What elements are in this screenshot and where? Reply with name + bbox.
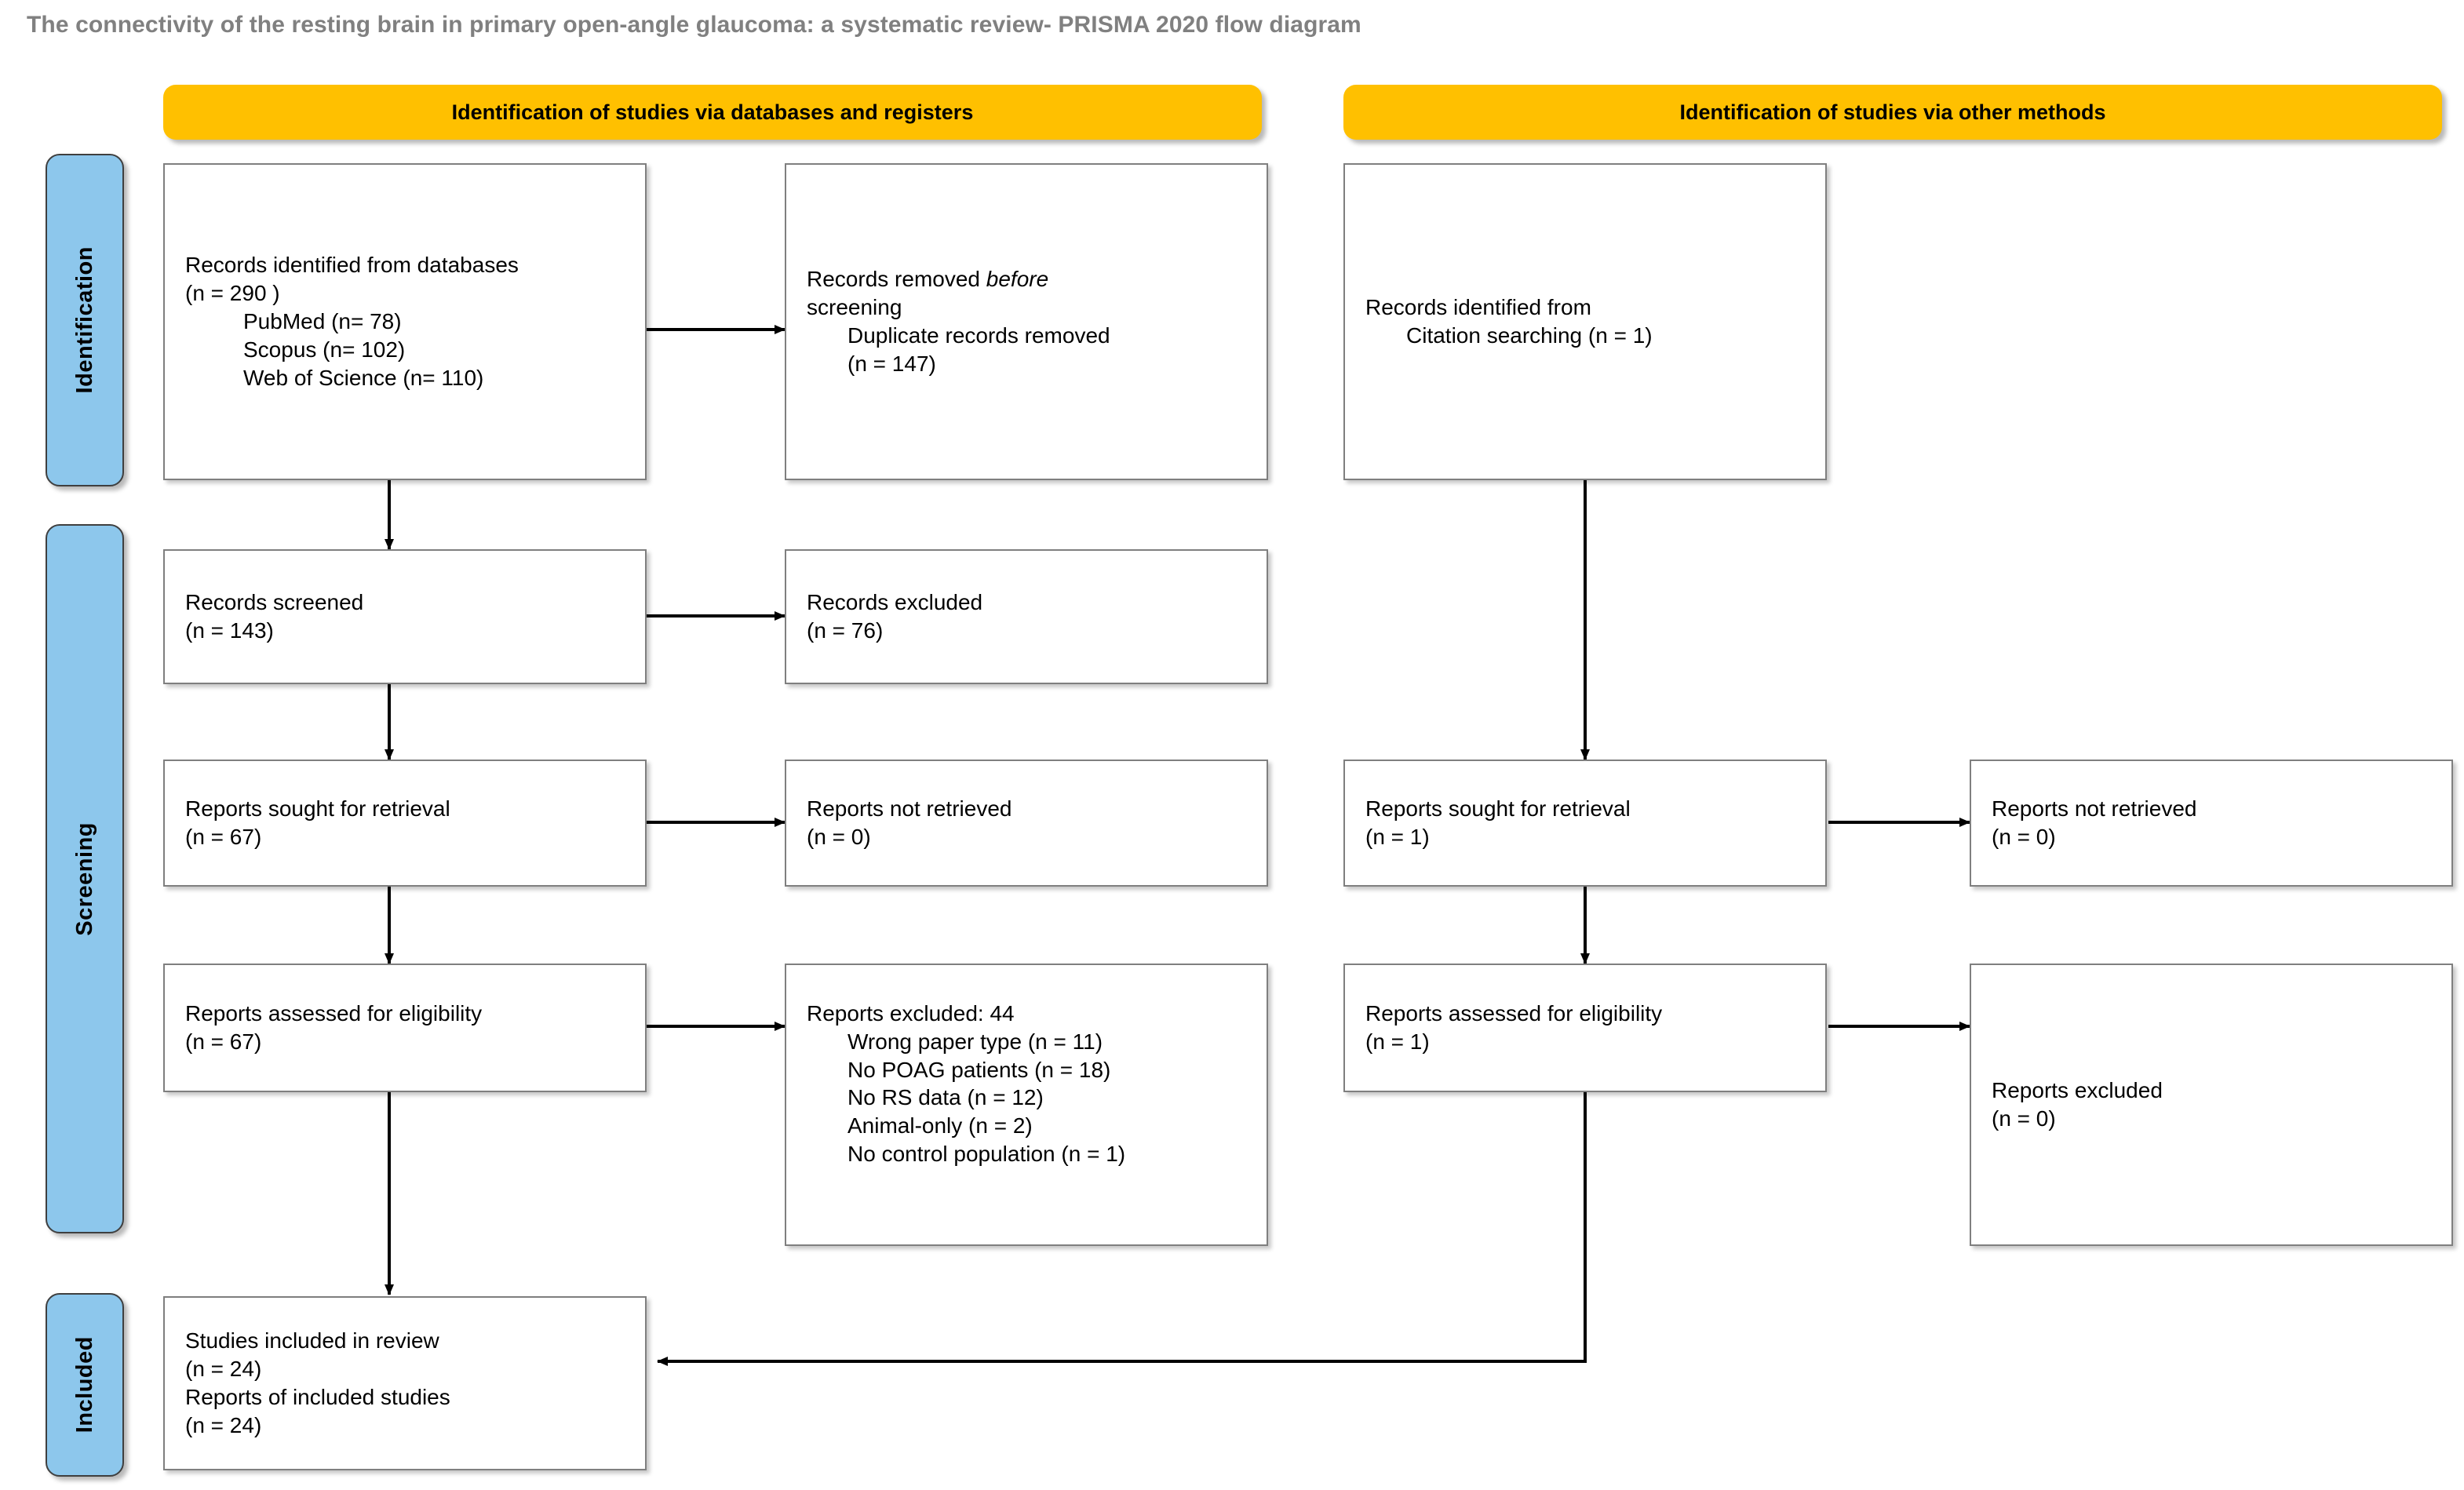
reports-sought-left-line-2: (n = 67) [185, 825, 262, 849]
reports-assessed-right-line-2: (n = 1) [1365, 1029, 1430, 1054]
records-identified-wos: Web of Science (n= 110) [243, 365, 484, 390]
studies-included-line-1: Studies included in review [185, 1328, 439, 1353]
records-removed-line-1: Records removed before [807, 265, 1246, 293]
records-identified-other-citation-searching: Citation searching (n = 1) [1406, 323, 1653, 348]
records-removed-text-a: Records removed [807, 267, 986, 292]
stage-tab-screening-label: Screening [71, 822, 97, 936]
reports-excluded-no-poag-patients: No POAG patients (n = 18) [847, 1057, 1111, 1082]
box-reports-sought-retrieval-other: Reports sought for retrieval (n = 1) [1343, 760, 1827, 887]
box-records-removed-before-screening: Records removed before screening Duplica… [785, 163, 1268, 480]
reports-not-retrieved-right-line-2: (n = 0) [1992, 825, 2056, 849]
studies-included-line-2: (n = 24) [185, 1357, 262, 1382]
records-identified-other-line-1: Records identified from [1365, 295, 1591, 320]
studies-included-line-3: Reports of included studies [185, 1385, 450, 1409]
records-identified-scopus: Scopus (n= 102) [243, 337, 406, 362]
banner-other-methods-label: Identification of studies via other meth… [1679, 100, 2106, 124]
reports-sought-right-line-1: Reports sought for retrieval [1365, 796, 1631, 822]
box-reports-assessed-eligibility-databases: Reports assessed for eligibility (n = 67… [163, 964, 647, 1092]
reports-excluded-animal-only: Animal-only (n = 2) [847, 1113, 1033, 1138]
reports-excluded-detail-line-1: Reports excluded: 44 [807, 1001, 1015, 1026]
records-excluded-line-1: Records excluded [807, 590, 983, 615]
reports-excluded-no-control-population: No control population (n = 1) [847, 1142, 1126, 1167]
records-identified-line-1: Records identified from databases [185, 253, 519, 278]
page-title: The connectivity of the resting brain in… [27, 12, 1361, 38]
box-reports-excluded-other: Reports excluded (n = 0) [1970, 964, 2453, 1246]
records-removed-duplicates-n: (n = 147) [847, 351, 936, 376]
reports-excluded-right-line-2: (n = 0) [1992, 1106, 2056, 1131]
reports-sought-left-line-1: Reports sought for retrieval [185, 796, 450, 822]
records-removed-line-2: screening [807, 295, 902, 320]
reports-assessed-right-line-1: Reports assessed for eligibility [1365, 1001, 1663, 1026]
box-reports-not-retrieved-other: Reports not retrieved (n = 0) [1970, 760, 2453, 887]
stage-tab-identification: Identification [46, 154, 124, 486]
banner-databases-registers: Identification of studies via databases … [163, 85, 1262, 140]
box-reports-excluded-detail: Reports excluded: 44 Wrong paper type (n… [785, 964, 1268, 1246]
reports-sought-right-line-2: (n = 1) [1365, 825, 1430, 849]
box-reports-assessed-eligibility-other: Reports assessed for eligibility (n = 1) [1343, 964, 1827, 1092]
box-reports-sought-retrieval-databases: Reports sought for retrieval (n = 67) [163, 760, 647, 887]
box-records-screened: Records screened (n = 143) [163, 549, 647, 684]
reports-excluded-no-rs-data: No RS data (n = 12) [847, 1085, 1044, 1110]
records-excluded-line-2: (n = 76) [807, 618, 884, 643]
stage-tab-identification-label: Identification [71, 246, 97, 394]
box-records-identified-databases: Records identified from databases (n = 2… [163, 163, 647, 480]
studies-included-line-4: (n = 24) [185, 1412, 262, 1437]
box-records-identified-other-methods: Records identified from Citation searchi… [1343, 163, 1827, 480]
records-identified-pubmed: PubMed (n= 78) [243, 309, 402, 334]
reports-assessed-left-line-2: (n = 67) [185, 1029, 262, 1054]
reports-not-retrieved-left-line-1: Reports not retrieved [807, 796, 1012, 822]
records-removed-text-before: before [986, 267, 1049, 292]
stage-tab-included: Included [46, 1293, 124, 1477]
banner-databases-label: Identification of studies via databases … [451, 100, 974, 124]
stage-tab-screening: Screening [46, 524, 124, 1233]
box-reports-not-retrieved-databases: Reports not retrieved (n = 0) [785, 760, 1268, 887]
reports-not-retrieved-right-line-1: Reports not retrieved [1992, 796, 2197, 822]
reports-not-retrieved-left-line-2: (n = 0) [807, 825, 871, 849]
records-screened-line-2: (n = 143) [185, 618, 274, 643]
box-studies-included-in-review: Studies included in review (n = 24) Repo… [163, 1296, 647, 1470]
reports-excluded-wrong-paper-type: Wrong paper type (n = 11) [847, 1029, 1103, 1054]
records-screened-line-1: Records screened [185, 590, 364, 615]
banner-other-methods: Identification of studies via other meth… [1343, 85, 2442, 140]
reports-excluded-right-line-1: Reports excluded [1992, 1078, 2163, 1103]
reports-assessed-left-line-1: Reports assessed for eligibility [185, 1001, 483, 1026]
records-identified-line-2: (n = 290 ) [185, 281, 280, 306]
records-removed-duplicates: Duplicate records removed [847, 323, 1110, 348]
stage-tab-included-label: Included [71, 1336, 97, 1434]
box-records-excluded: Records excluded (n = 76) [785, 549, 1268, 684]
